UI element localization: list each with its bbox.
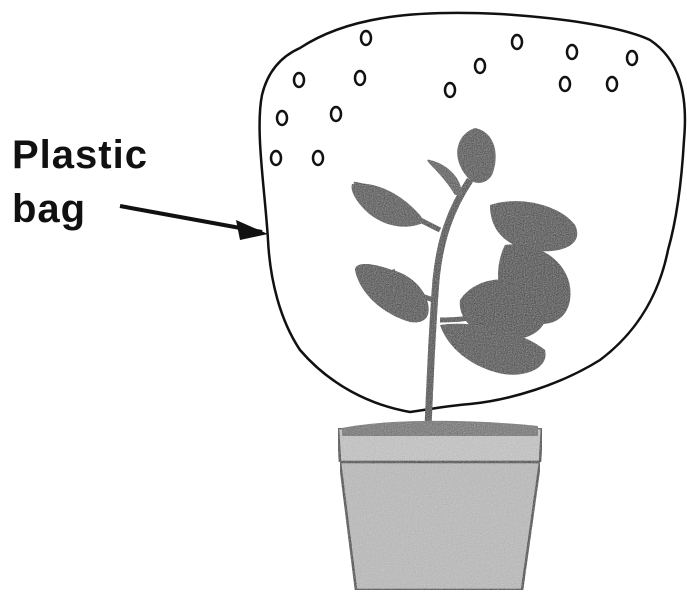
- leaf-upper-right: [490, 201, 577, 251]
- condensation-droplets: [271, 31, 637, 165]
- pot-soil: [342, 421, 538, 436]
- leaf-top: [457, 128, 495, 183]
- leaf-top-left: [427, 160, 462, 195]
- leaf-middle-left: [355, 264, 429, 322]
- flower-pot: [338, 421, 542, 590]
- label-arrow: [120, 206, 268, 240]
- plant: [352, 128, 578, 428]
- label-line-bag: bag: [12, 187, 86, 231]
- label-line-plastic: Plastic: [12, 133, 148, 177]
- pot-body: [340, 462, 540, 590]
